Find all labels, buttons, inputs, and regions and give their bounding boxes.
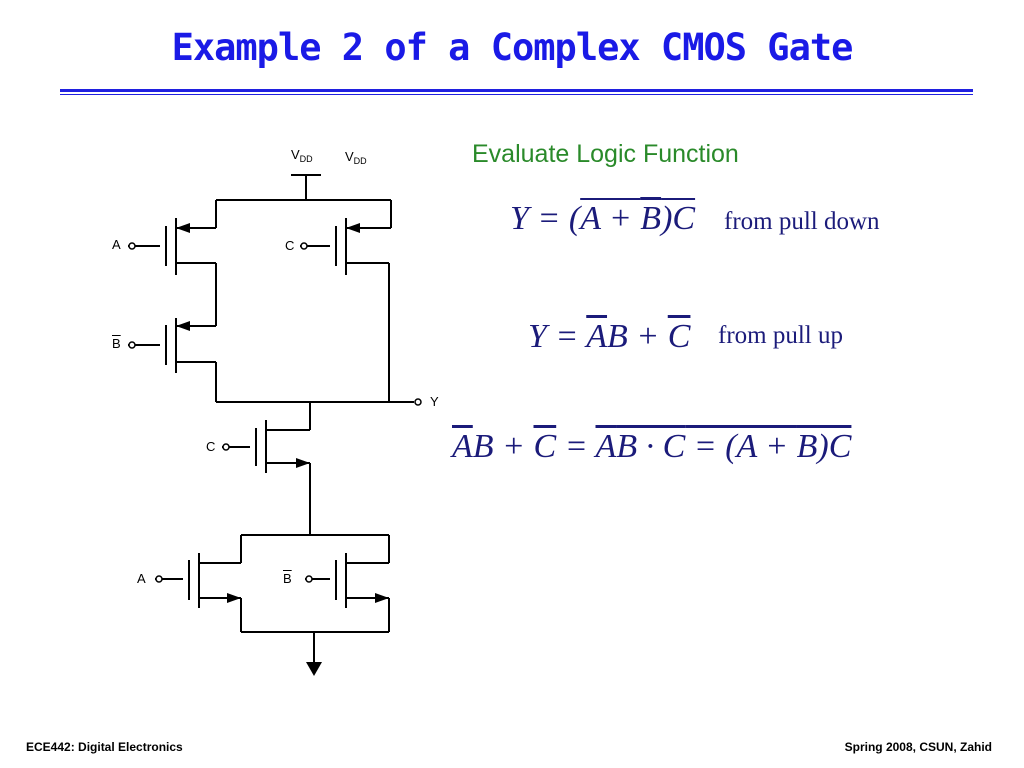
input-c-top-label: C [285, 238, 295, 253]
footer-term: Spring 2008, CSUN, Zahid [844, 740, 992, 754]
vdd-label-left: VDD [291, 147, 313, 164]
equation-pull-down: Y = (A + B)C [510, 200, 696, 237]
output-y-label: Y [430, 394, 439, 409]
input-b-bar-bottom-label: B [283, 571, 292, 586]
section-heading: Evaluate Logic Function [472, 140, 739, 168]
input-a-bottom-label: A [137, 571, 146, 586]
footer-course: ECE442: Digital Electronics [26, 740, 183, 754]
title-rule-thick [60, 89, 973, 92]
slide-title: Example 2 of a Complex CMOS Gate [171, 26, 854, 69]
equation-pull-up: Y = AB + C [528, 318, 691, 355]
note-pull-down: from pull down [724, 208, 880, 235]
equation-identity: AB + C = AB · C = (A + B)C [452, 428, 852, 465]
input-a-top-label: A [112, 237, 121, 252]
note-pull-up: from pull up [718, 322, 843, 349]
input-b-bar-top-label: B [112, 336, 121, 351]
input-c-mid-label: C [206, 439, 216, 454]
title-rule-thin [60, 94, 973, 95]
vdd-label-right: VDD [345, 149, 367, 166]
